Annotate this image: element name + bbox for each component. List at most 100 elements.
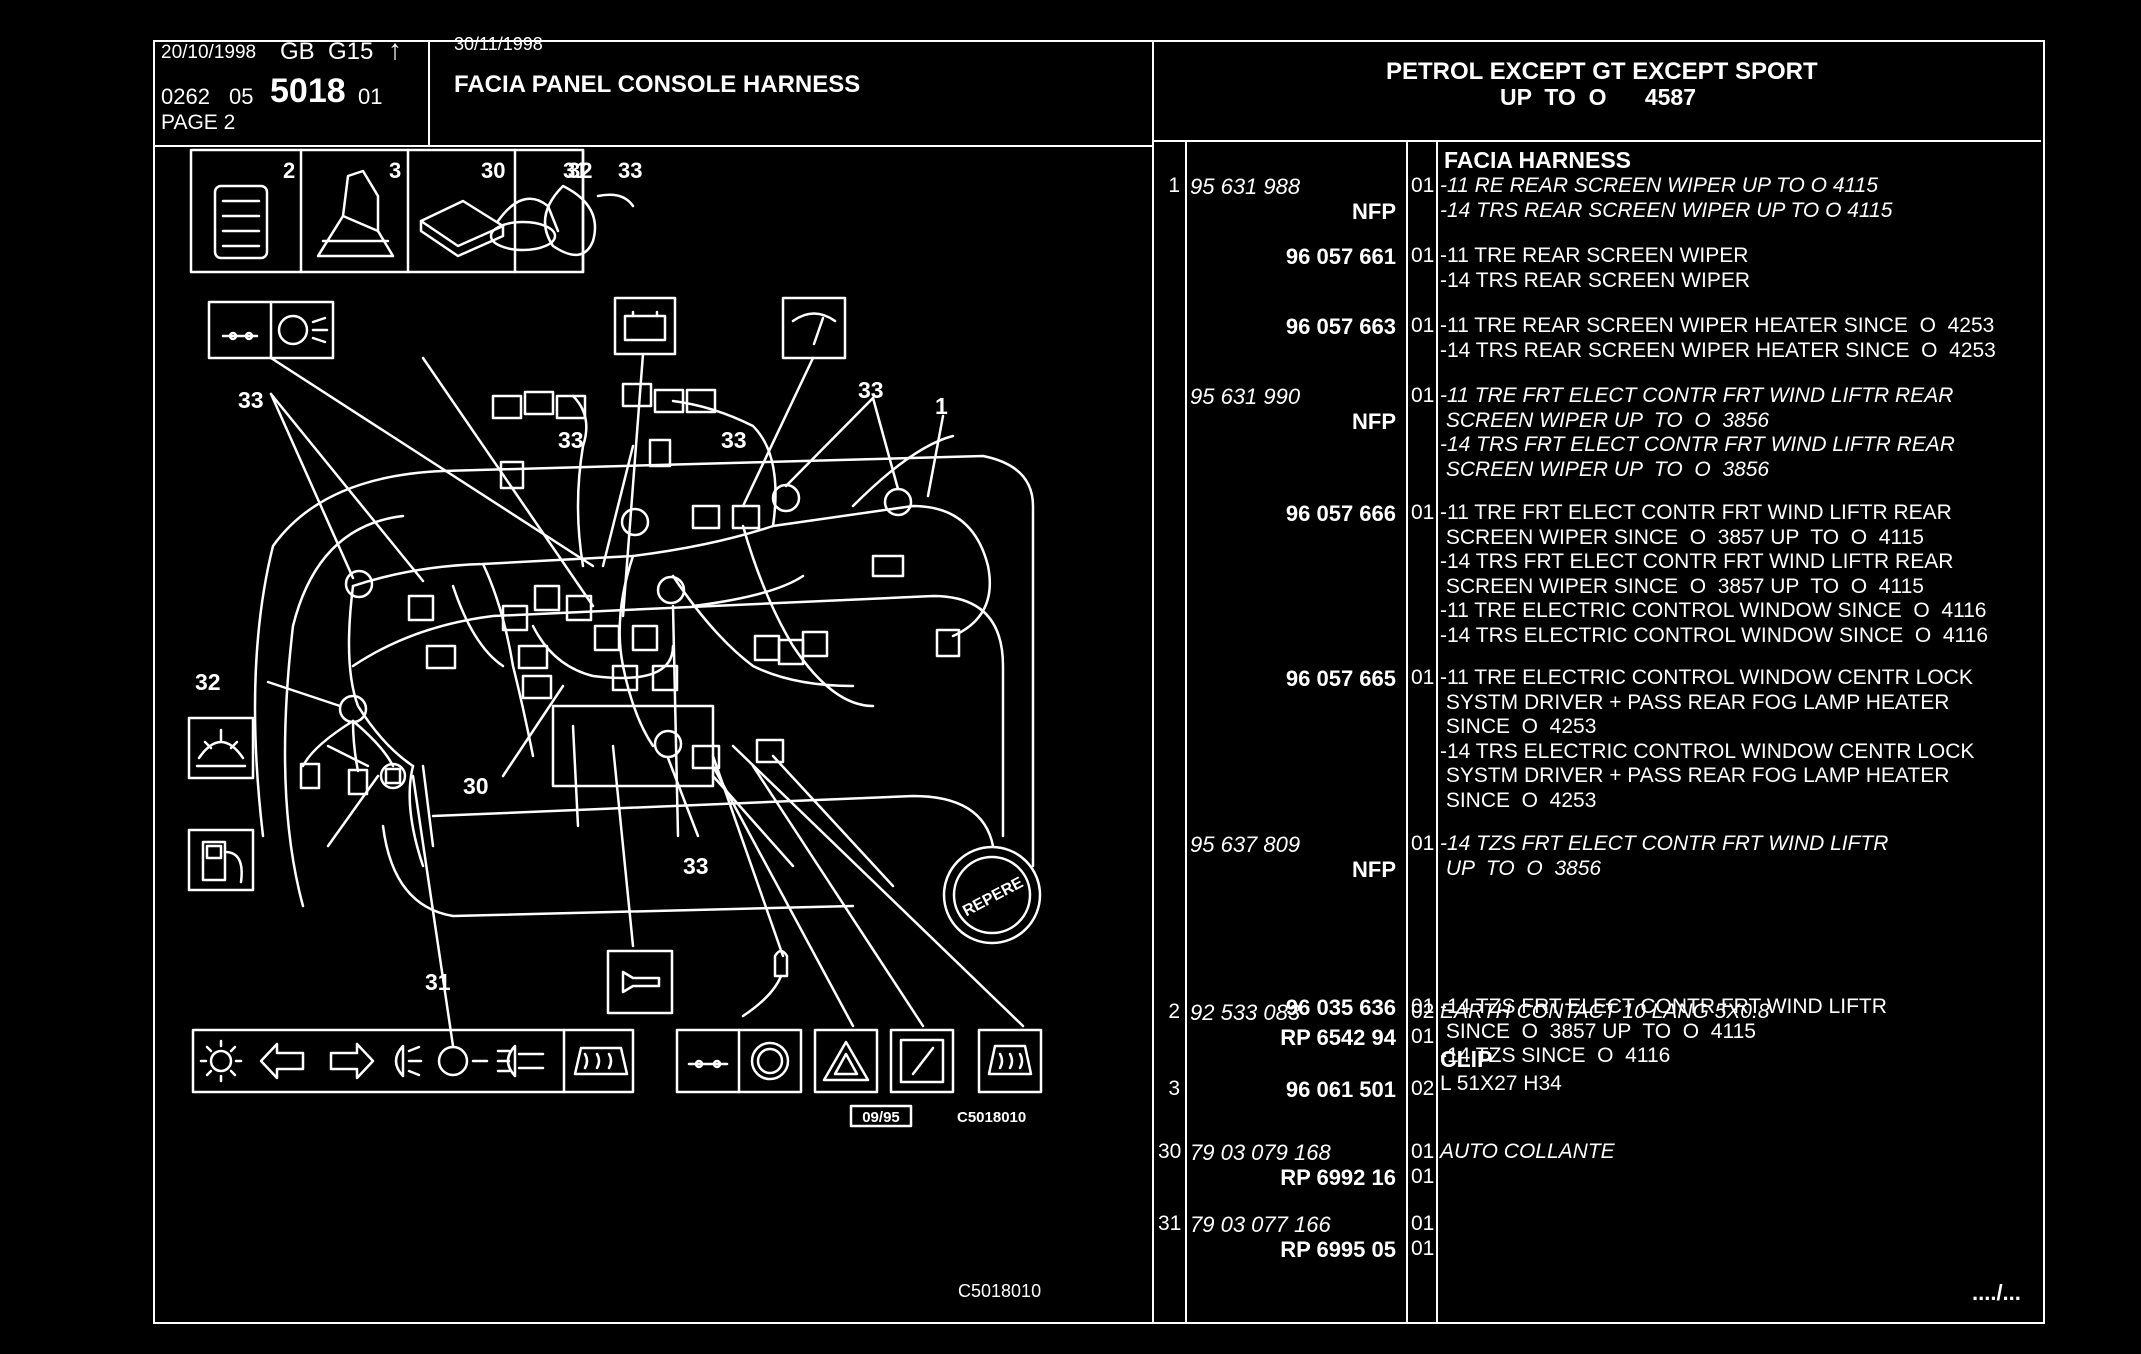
thumb-label-31: 31 xyxy=(563,158,587,183)
part-number: 92 533 083 xyxy=(1190,1000,1301,1025)
thumb-label-33: 33 xyxy=(618,158,642,183)
header-divider-left xyxy=(153,145,1154,147)
part-qty: 01 xyxy=(1411,501,1435,524)
part-qty: 01 xyxy=(1411,1212,1435,1235)
header-divider-right xyxy=(1152,140,2041,142)
sidelight-icon xyxy=(394,1044,423,1078)
part-qty: 02 xyxy=(1411,1000,1435,1023)
handbrake-icon xyxy=(750,1041,790,1081)
figure-code: C5018010 xyxy=(957,1109,1026,1126)
col-line-3 xyxy=(1436,142,1438,1322)
part-desc-line: UP TO O 3856 xyxy=(1440,856,1602,880)
part-desc-line: SYSTM DRIVER + PASS REAR FOG LAMP HEATER xyxy=(1440,764,1950,787)
part-number-secondary: RP 6992 16 xyxy=(1280,1165,1396,1190)
part-desc-line: SCREEN WIPER SINCE O 3857 UP TO O 4115 xyxy=(1440,574,1924,598)
part-number-secondary: NFP xyxy=(1352,857,1396,882)
part-desc-line: SINCE O 3857 UP TO O 4115 xyxy=(1440,1019,1756,1043)
part-desc-line: -14 TRS ELECTRIC CONTROL WINDOW CENTR LO… xyxy=(1440,739,1975,763)
part-desc-line: -11 TRE ELECTRIC CONTROL WINDOW CENTR LO… xyxy=(1440,666,1973,689)
thumb-label-30: 30 xyxy=(481,158,505,183)
part-desc-line: -14 TRS ELECTRIC CONTROL WINDOW SINCE O … xyxy=(1440,623,1989,647)
part-number: 96 057 666 xyxy=(1285,501,1396,526)
part-qty-secondary: 01 xyxy=(1411,1165,1435,1188)
callout-33-a: 33 xyxy=(238,387,264,413)
part-desc-line: -14 TRS FRT ELECT CONTR FRT WIND LIFTR R… xyxy=(1440,550,1954,573)
part-qty: 01 xyxy=(1411,1140,1435,1163)
thumb-label-32: 32 xyxy=(568,158,592,183)
code-mid: 05 xyxy=(229,84,254,109)
part-qty-secondary: 01 xyxy=(1411,1025,1435,1048)
header-group: G15 xyxy=(328,38,374,65)
part-desc-line: SCREEN WIPER UP TO O 3856 xyxy=(1440,457,1770,481)
part-number: 96 057 665 xyxy=(1285,666,1396,691)
part-desc-line: SYSTM DRIVER + PASS REAR FOG LAMP HEATER xyxy=(1440,690,1950,714)
header-arrow: ↑ xyxy=(388,34,402,65)
callout-33-e: 33 xyxy=(683,853,709,879)
vertical-divider xyxy=(1152,40,1154,1322)
part-number: 95 637 809 xyxy=(1190,832,1301,857)
part-qty: 01 xyxy=(1411,384,1435,407)
part-desc-line: -14 TZS SINCE O 4116 xyxy=(1440,1044,1671,1067)
code-main: 5018 xyxy=(270,72,346,110)
header-date: 20/10/1998 xyxy=(161,42,257,63)
part-description: -11 TRE ELECTRIC CONTROL WINDOW CENTR LO… xyxy=(1440,666,1974,813)
page-title: FACIA PANEL CONSOLE HARNESS xyxy=(454,71,861,98)
part-desc-line: -14 TRS FRT ELECT CONTR FRT WIND LIFTR R… xyxy=(1440,433,1955,456)
part-ref: 3 xyxy=(1168,1077,1180,1100)
part-number: 96 057 663 xyxy=(1285,314,1396,339)
part-qty: 01 xyxy=(1411,314,1435,337)
part-number-secondary: NFP xyxy=(1352,409,1396,434)
part-desc-line: -11 TRE REAR SCREEN WIPER xyxy=(1440,244,1749,267)
part-ref: 2 xyxy=(1168,1000,1180,1023)
part-desc-line: -14 TZS FRT ELECT CONTR FRT WIND LIFTR xyxy=(1440,995,1887,1018)
rear-wiper-icon xyxy=(899,1038,945,1084)
main-frame xyxy=(153,40,2045,1324)
part-description: -14 TZS FRT ELECT CONTR FRT WIND LIFTR S… xyxy=(1440,995,1887,1069)
part-description: -11 RE REAR SCREEN WIPER UP TO O 4115-14… xyxy=(1440,174,1892,223)
part-description: AUTO COLLANTE xyxy=(1440,1140,1615,1165)
part-desc-line: -14 TZS FRT ELECT CONTR FRT WIND LIFTR xyxy=(1440,832,1889,855)
part-description: EARTH CONTACT 10 LANG 5X0.8 xyxy=(1440,1000,1770,1025)
part-number: 96 035 636 xyxy=(1285,995,1396,1020)
callout-33-c: 33 xyxy=(721,427,747,453)
header-date2: 30/11/1998 xyxy=(454,34,543,54)
heated-rear-screen-icon xyxy=(573,1046,629,1076)
part-qty: 02 xyxy=(1411,1077,1435,1100)
part-qty-secondary: 01 xyxy=(1411,1237,1435,1260)
part-description: -11 TRE FRT ELECT CONTR FRT WIND LIFTR R… xyxy=(1440,384,1955,482)
applicability-line2: UP TO O 4587 xyxy=(1500,84,1697,110)
part-number: 79 03 077 166 xyxy=(1190,1212,1331,1237)
col-line-1 xyxy=(1185,142,1187,1322)
part-qty: 01 xyxy=(1411,174,1435,197)
part-description: -11 TRE REAR SCREEN WIPER-14 TRS REAR SC… xyxy=(1440,244,1750,293)
part-desc-line: -11 TRE FRT ELECT CONTR FRT WIND LIFTR R… xyxy=(1440,384,1954,407)
part-desc-line: -14 TRS REAR SCREEN WIPER HEATER SINCE O… xyxy=(1440,338,1996,362)
badge-date: 09/95 xyxy=(862,1109,900,1126)
rear-fog-icon xyxy=(437,1045,489,1077)
part-desc-line: SCREEN WIPER UP TO O 3856 xyxy=(1440,408,1770,432)
section-title: FACIA HARNESS xyxy=(1444,147,1631,173)
callout-30: 30 xyxy=(463,773,489,799)
sun-icon xyxy=(199,1039,243,1083)
arrow-left-icon xyxy=(259,1042,305,1080)
figure-code-bottom: C5018010 xyxy=(958,1281,1041,1301)
header-gb: GB xyxy=(280,38,315,65)
adhesive-pad-icon xyxy=(419,199,505,258)
repere-badge-text: REPERE xyxy=(960,874,1026,920)
part-desc-line: -14 TRS REAR SCREEN WIPER xyxy=(1440,268,1751,292)
callout-33-b: 33 xyxy=(558,427,584,453)
code-prefix: 0262 xyxy=(161,84,210,109)
part-description: -11 TRE REAR SCREEN WIPER HEATER SINCE O… xyxy=(1440,314,1996,363)
thumb-label-3: 3 xyxy=(389,158,401,183)
part-number: 95 631 990 xyxy=(1190,384,1301,409)
heated-screen-icon xyxy=(987,1044,1033,1076)
part-desc-line: SINCE O 4253 xyxy=(1440,715,1597,738)
header-divider-mid xyxy=(428,40,430,146)
harness-diagram: 2 3 30 31 32 33 33 33 33 33 33 1 32 30 3… xyxy=(187,148,1043,1301)
part-desc-line: L 51X27 H34 xyxy=(1440,1071,1562,1095)
front-fog-icon xyxy=(496,1044,545,1078)
part-qty: 01 xyxy=(1411,832,1435,855)
part-desc-title: CLIP xyxy=(1440,1046,1493,1072)
part-number: 96 061 501 xyxy=(1285,1077,1396,1102)
